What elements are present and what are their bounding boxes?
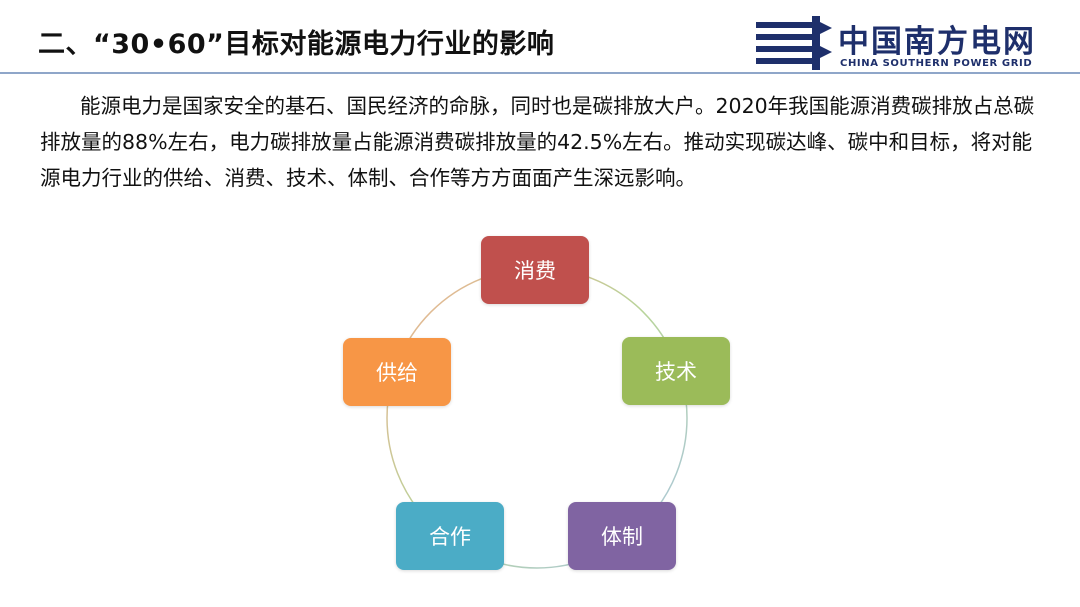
company-logo: 中国南方电网 CHINA SOUTHERN POWER GRID (754, 14, 1054, 70)
logo-text-chinese: 中国南方电网 (838, 24, 1036, 60)
cycle-node-technology: 技术 (622, 337, 730, 405)
cycle-node-cooperation: 合作 (396, 502, 504, 570)
cycle-node-system: 体制 (568, 502, 676, 570)
csg-logo-icon (756, 16, 832, 70)
header-divider (0, 72, 1080, 74)
cycle-node-supply: 供给 (343, 338, 451, 406)
cycle-node-consumption: 消费 (481, 236, 589, 304)
intro-paragraph: 能源电力是国家安全的基石、国民经济的命脉，同时也是碳排放大户。2020年我国能源… (40, 94, 1035, 190)
page-title: 二、“30•60”目标对能源电力行业的影响 (38, 29, 555, 60)
logo-text-english: CHINA SOUTHERN POWER GRID (840, 58, 1033, 69)
